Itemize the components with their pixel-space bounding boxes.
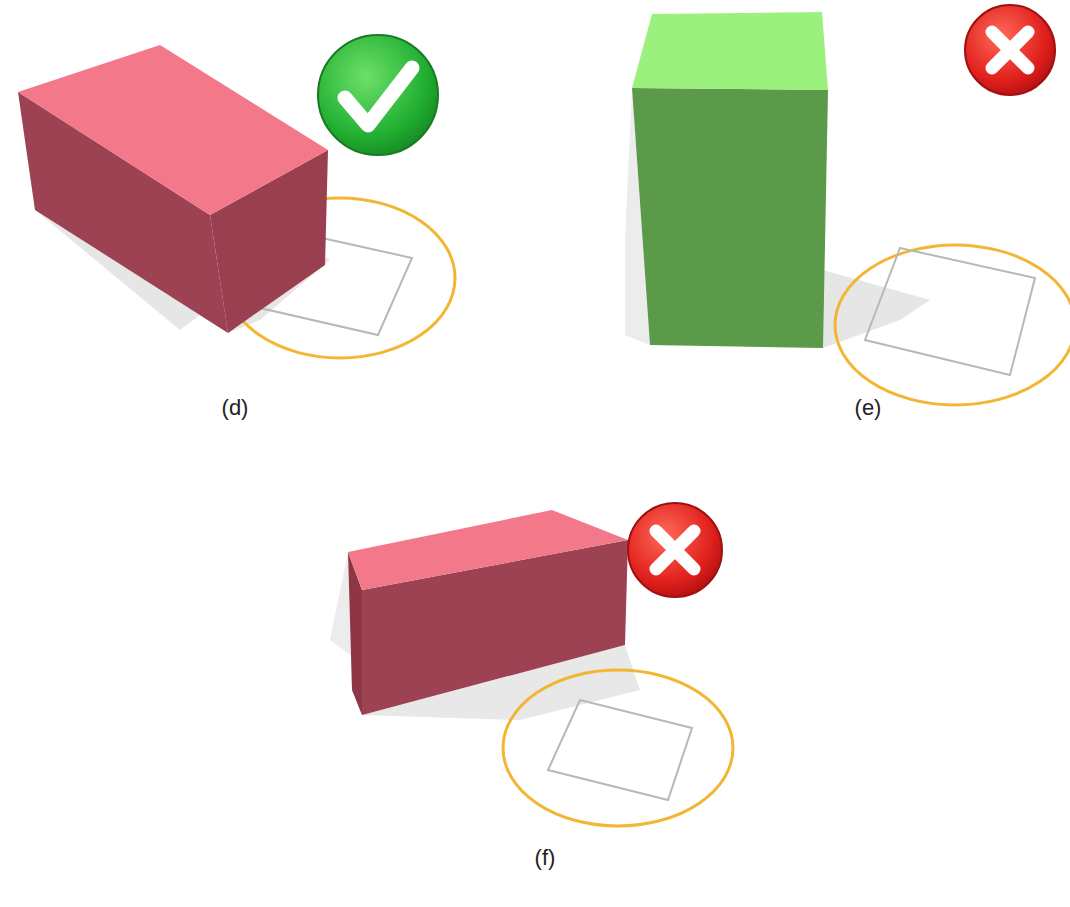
target-ellipse	[503, 670, 733, 826]
cross-icon	[965, 5, 1055, 95]
check-mark	[345, 68, 412, 125]
box-face	[632, 12, 828, 90]
target-square	[865, 248, 1035, 375]
box-face	[348, 510, 628, 590]
cross-icon	[628, 503, 722, 597]
box-face	[632, 88, 828, 348]
box-face	[18, 45, 328, 215]
cross-mark	[992, 32, 1028, 68]
cross-mark	[656, 531, 694, 569]
panel-label: (f)	[535, 845, 556, 871]
target-square	[548, 700, 692, 800]
panel-d	[18, 35, 455, 358]
panel-e	[625, 5, 1070, 405]
panel-label: (d)	[222, 395, 249, 421]
panel-label: (e)	[855, 395, 882, 421]
check-icon	[318, 35, 438, 155]
panel-f	[330, 503, 733, 826]
target-ellipse	[835, 245, 1070, 405]
